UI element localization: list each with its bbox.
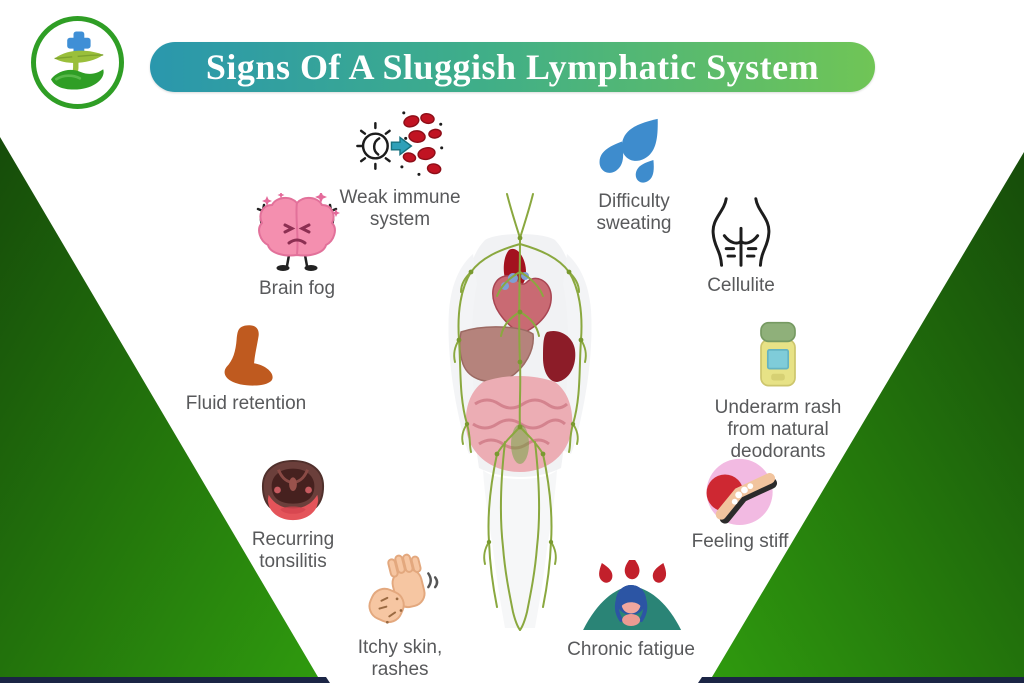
symptom-itchy-skin: Itchy skin, rashes: [345, 552, 455, 681]
symptom-weak-immune-system: Weak immune system: [325, 110, 475, 231]
symptom-label: Chronic fatigue: [567, 639, 695, 660]
symptom-chronic-fatigue: Chronic fatigue: [567, 560, 695, 661]
page-title: Signs Of A Sluggish Lymphatic System: [205, 47, 820, 87]
symptom-fluid-retention: Fluid retention: [186, 322, 306, 415]
symptom-label: Fluid retention: [185, 393, 307, 414]
cellulite-body-icon: [711, 197, 771, 267]
lymphatic-body-illustration: [425, 192, 615, 637]
swollen-foot-icon: [224, 325, 273, 386]
brand-logo: [31, 16, 124, 109]
symptom-label: Weak immune system: [339, 187, 461, 231]
blood-cells-icon: [356, 111, 444, 176]
symptom-label: Feeling stiff: [691, 531, 789, 552]
symptom-label: Cellulite: [707, 275, 775, 296]
brain-icon: [256, 193, 340, 271]
title-banner: Signs Of A Sluggish Lymphatic System: [150, 42, 875, 92]
symptom-recurring-tonsilitis: Recurring tonsilitis: [243, 458, 343, 573]
symptom-difficulty-sweating: Difficulty sweating: [584, 114, 684, 235]
itchy-hands-icon: [368, 553, 439, 624]
sweat-drops-icon: [598, 114, 670, 186]
symptom-label: Brain fog: [258, 278, 336, 299]
symptom-feeling-stiff: Feeling stiff: [691, 456, 789, 553]
stiff-joint-icon: [706, 458, 778, 526]
symptom-label: Difficulty sweating: [596, 191, 672, 235]
symptom-label: Itchy skin, rashes: [357, 637, 443, 681]
symptom-label: Underarm rash from natural deodorants: [714, 397, 842, 463]
symptom-brain-fog: Brain fog: [251, 193, 343, 300]
tonsils-mouth-icon: [261, 459, 325, 521]
deodorant-icon: [760, 321, 796, 387]
fatigued-person-icon: [582, 560, 681, 630]
symptom-cellulite: Cellulite: [704, 194, 778, 297]
hand-leaf-medical-cross-icon: [50, 31, 104, 90]
symptom-label: Recurring tonsilitis: [251, 529, 335, 573]
symptom-underarm-rash: Underarm rash from natural deodorants: [708, 318, 848, 464]
